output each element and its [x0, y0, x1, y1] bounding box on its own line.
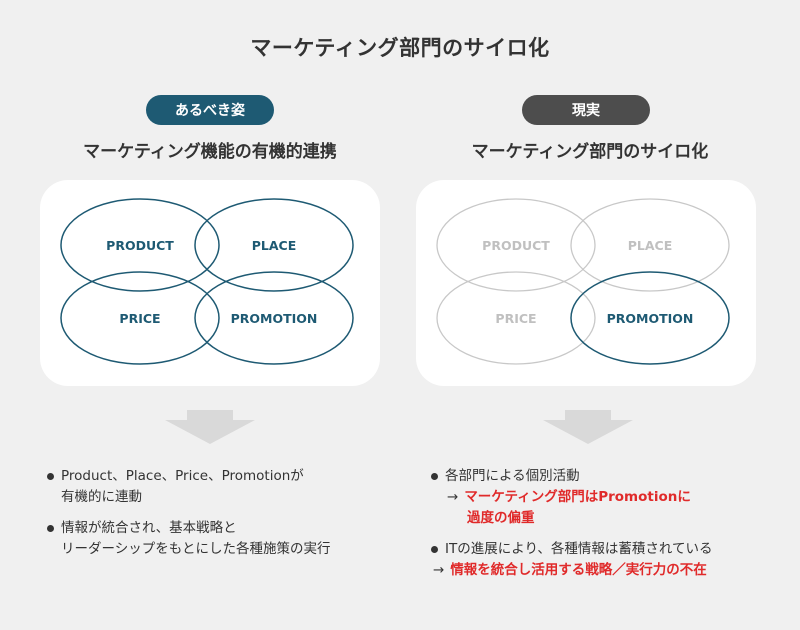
highlight-text: マーケティング部門はPromotionに: [464, 489, 691, 505]
bullet-text: Product、Place、Price、Promotionが: [61, 468, 304, 484]
label-place: PLACE: [628, 238, 673, 253]
reality-bullet-list: 各部門による個別活動 → マーケティング部門はPromotionに 過度の偏重 I…: [430, 466, 790, 591]
bullet-dot-icon: [431, 546, 438, 553]
ellipse-price: [436, 271, 596, 365]
bullet-text: 各部門による個別活動: [445, 468, 580, 484]
bullet-text: リーダーシップをもとにした各種施策の実行: [61, 541, 331, 557]
ellipse-place: [194, 198, 354, 292]
ideal-4p-diagram: PRODUCT PLACE PRICE PROMOTION: [40, 180, 380, 386]
highlight-line: → マーケティング部門はPromotionに: [445, 487, 790, 508]
ellipse-product: [436, 198, 596, 292]
label-product: PRODUCT: [106, 238, 174, 253]
ellipse-promotion: [570, 271, 730, 365]
reality-badge: 現実: [522, 95, 650, 125]
right-arrow-icon: →: [447, 489, 459, 505]
ideal-heading: マーケティング機能の有機的連携: [83, 142, 337, 162]
right-arrow-icon: →: [433, 562, 445, 578]
list-item: Product、Place、Price、Promotionが 有機的に連動: [46, 466, 386, 508]
bullet-dot-icon: [47, 473, 54, 480]
list-item: ITの進展により、各種情報は蓄積されている → 情報を統合し活用する戦略／実行力の…: [430, 539, 790, 581]
ideal-badge: あるべき姿: [146, 95, 274, 125]
highlight-text: 過度の偏重: [467, 510, 535, 526]
page-title: マーケティング部門のサイロ化: [250, 36, 550, 60]
list-item: 情報が統合され、基本戦略と リーダーシップをもとにした各種施策の実行: [46, 518, 386, 560]
label-price: PRICE: [495, 311, 536, 326]
bullet-dot-icon: [47, 525, 54, 532]
label-promotion: PROMOTION: [607, 311, 694, 326]
bullet-dot-icon: [431, 473, 438, 480]
list-item: 各部門による個別活動 → マーケティング部門はPromotionに 過度の偏重: [430, 466, 790, 529]
label-place: PLACE: [252, 238, 297, 253]
bullet-text: 有機的に連動: [61, 489, 142, 505]
ellipse-price: [60, 271, 220, 365]
reality-4p-diagram: PRODUCT PLACE PRICE PROMOTION: [416, 180, 756, 386]
ideal-bullet-list: Product、Place、Price、Promotionが 有機的に連動 情報…: [46, 466, 386, 570]
down-arrow-icon: [543, 410, 633, 444]
highlight-text: 情報を統合し活用する戦略／実行力の不在: [450, 562, 707, 578]
label-product: PRODUCT: [482, 238, 550, 253]
bullet-text: 情報が統合され、基本戦略と: [61, 520, 237, 536]
label-price: PRICE: [119, 311, 160, 326]
highlight-line: → 情報を統合し活用する戦略／実行力の不在: [431, 560, 790, 581]
down-arrow-icon: [165, 410, 255, 444]
label-promotion: PROMOTION: [231, 311, 318, 326]
reality-heading: マーケティング部門のサイロ化: [471, 142, 709, 162]
ellipse-promotion: [194, 271, 354, 365]
ellipse-product: [60, 198, 220, 292]
bullet-text: ITの進展により、各種情報は蓄積されている: [445, 541, 713, 557]
ellipse-place: [570, 198, 730, 292]
